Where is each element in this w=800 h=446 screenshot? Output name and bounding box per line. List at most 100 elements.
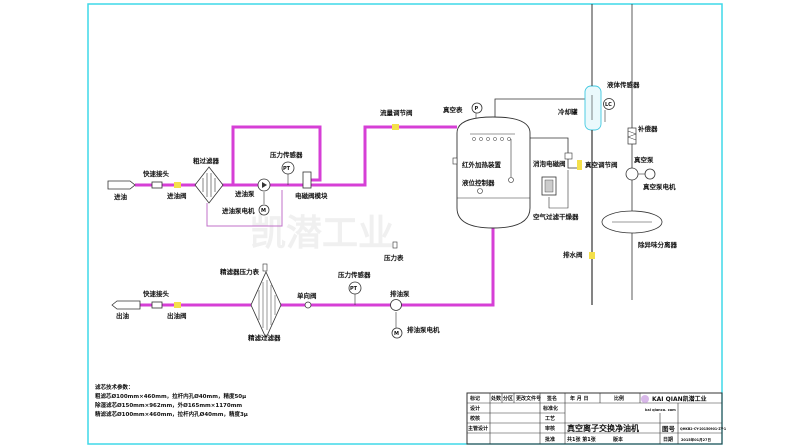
motor-m-label: M (261, 208, 266, 214)
solenoid-module-icon (302, 171, 312, 189)
label-solenoid-module: 电磁阀模块 (295, 191, 328, 200)
foam-valve-icon[interactable] (564, 152, 573, 160)
label-level-controller: 液位控制器 (462, 178, 495, 187)
label-vacuum-pump-motor: 真空泵电机 (643, 182, 676, 191)
date: 2015年01月27日 (681, 437, 711, 442)
tb-header: 更改文件号 (516, 395, 541, 402)
discharge-pump-icon (390, 299, 402, 311)
label-discharge-pump-motor: 排油泵电机 (407, 325, 440, 334)
filter-notes: 滤芯技术参数： 粗滤芯Ø100mm×460mm，拉杆内孔Ø40mm，精度50μ … (95, 383, 248, 418)
return-pipe (206, 190, 283, 227)
tb-cell: 主管设计 (468, 425, 488, 432)
tb-header: 签名 (546, 395, 557, 402)
label-check-valve: 单向阀 (297, 291, 317, 300)
compensator-icon (627, 127, 637, 145)
tb-cell: 设计 (470, 405, 480, 412)
label-inlet-pump: 进油泵 (235, 189, 255, 198)
label-vacuum-regulating-valve: 真空调节阀 (585, 160, 618, 169)
drawing-frame (87, 3, 723, 445)
vacuum-pump-icon (625, 167, 639, 181)
tb-header: 比例 (614, 395, 624, 402)
notes-title: 滤芯技术参数： (95, 383, 134, 391)
inlet-motor-icon (258, 204, 270, 216)
outlet-valve-icon[interactable] (174, 302, 181, 308)
coarse-filter-icon (194, 166, 224, 204)
fine-filter-icon (250, 271, 282, 339)
label-flow-valve: 流量调节阀 (380, 108, 413, 117)
label-vacuum-pump: 真空泵 (634, 155, 654, 164)
tb-cell: 标准化 (542, 405, 558, 412)
watermark: 凯潜工业 (250, 213, 394, 254)
sheets: 共1张 第1张 (567, 436, 597, 443)
inlet-nozzle-icon (107, 180, 136, 190)
notes-line: 精滤滤芯Ø100mm×460mm，拉杆内孔Ø40mm，精度3μ (95, 410, 248, 418)
heater-icon (452, 157, 458, 165)
float-icon (508, 177, 514, 183)
drawing-title: 真空离子交换净油机 (567, 423, 639, 433)
pressure-sensor-icon (281, 161, 295, 175)
check-valve-icon (304, 301, 312, 309)
lc-label: LC (605, 102, 612, 108)
label-foam-valve: 消泡电磁阀 (533, 159, 566, 168)
label-quick-coupler-out: 快速接头 (143, 289, 170, 298)
label-coarse-filter: 粗过滤器 (193, 156, 220, 165)
label-infrared-heater: 红外加热装置 (462, 160, 502, 169)
condenser-tank (584, 85, 602, 131)
pt-label: PT (283, 166, 291, 172)
p-label: P (475, 106, 479, 112)
drawing-no-label: 图号 (662, 424, 676, 433)
notes-line: 除湿滤芯Ø150mm×962mm，外Ø165mm×1170mm (95, 401, 242, 409)
drain-valve-icon[interactable] (589, 252, 595, 259)
label-fine-filter: 精滤过滤器 (248, 333, 281, 342)
pressure-sensor-2-icon (348, 281, 362, 295)
tb-header: 分区 (503, 395, 513, 402)
drawing-no: QHKB2-CY-20150901-ZY-1 (680, 427, 726, 431)
version: 版本 (613, 436, 624, 443)
tb-header: 处数 (490, 395, 502, 402)
label-inlet-pump-motor: 进油泵电机 (222, 206, 255, 215)
company-logo-text: KAI QIAN凯潜工业 (652, 395, 707, 403)
tb-cell: 批准 (545, 436, 555, 443)
label-liquid-sensor: 液体传感器 (607, 80, 640, 89)
label-outlet: 出油 (116, 311, 130, 320)
motor-m-label: M (394, 331, 399, 337)
notes-line: 粗滤芯Ø100mm×460mm，拉杆内孔Ø40mm，精度50μ (95, 392, 246, 400)
flow-valve-icon[interactable] (392, 124, 399, 130)
label-fine-filter-gauge: 精滤器压力表 (220, 267, 260, 276)
company-logo-icon (641, 395, 649, 403)
label-inlet: 进油 (114, 192, 128, 201)
pressure-gauge-icon (392, 241, 398, 249)
label-inlet-valve: 进油阀 (167, 191, 187, 200)
liquid-sensor-icon (603, 98, 615, 110)
tb-cell: 校核 (470, 415, 480, 422)
tb-header: 标记 (469, 395, 480, 402)
label-pressure-sensor-1: 压力传感器 (270, 150, 303, 159)
label-condenser: 冷却罐 (558, 107, 578, 116)
label-discharge-pump: 排油泵 (390, 289, 410, 298)
outlet-nozzle-icon (111, 300, 141, 310)
tb-header: 年 月 日 (570, 395, 588, 402)
vacuum-motor-icon (644, 168, 656, 180)
fine-filter-gauge-icon (262, 263, 268, 272)
company-url: kai qianco. com (645, 408, 676, 412)
label-quick-coupler-in: 快速接头 (143, 169, 170, 178)
vacuum-gauge-icon (471, 102, 483, 114)
label-vacuum-gauge: 真空表 (443, 105, 463, 114)
label-pressure-gauge: 压力表 (384, 253, 404, 262)
pt-label: PT (350, 286, 358, 292)
label-compensator: 补偿器 (637, 124, 658, 133)
label-outlet-valve: 出油阀 (167, 311, 187, 320)
vacuum-regulating-valve-icon[interactable] (577, 160, 582, 170)
vacuum-tank (456, 116, 531, 229)
label-drain-valve: 排水阀 (563, 250, 583, 259)
label-separator: 除异味分离器 (638, 240, 678, 249)
date-label: 日期 (663, 436, 673, 443)
tb-cell: 工艺 (545, 415, 555, 422)
tb-cell: 审核 (545, 425, 555, 432)
title-block (466, 392, 723, 445)
quick-coupler-out-icon (151, 301, 163, 309)
inlet-valve-icon[interactable] (174, 182, 181, 188)
quick-coupler-icon (151, 181, 163, 189)
label-pressure-sensor-2: 压力传感器 (338, 270, 371, 279)
